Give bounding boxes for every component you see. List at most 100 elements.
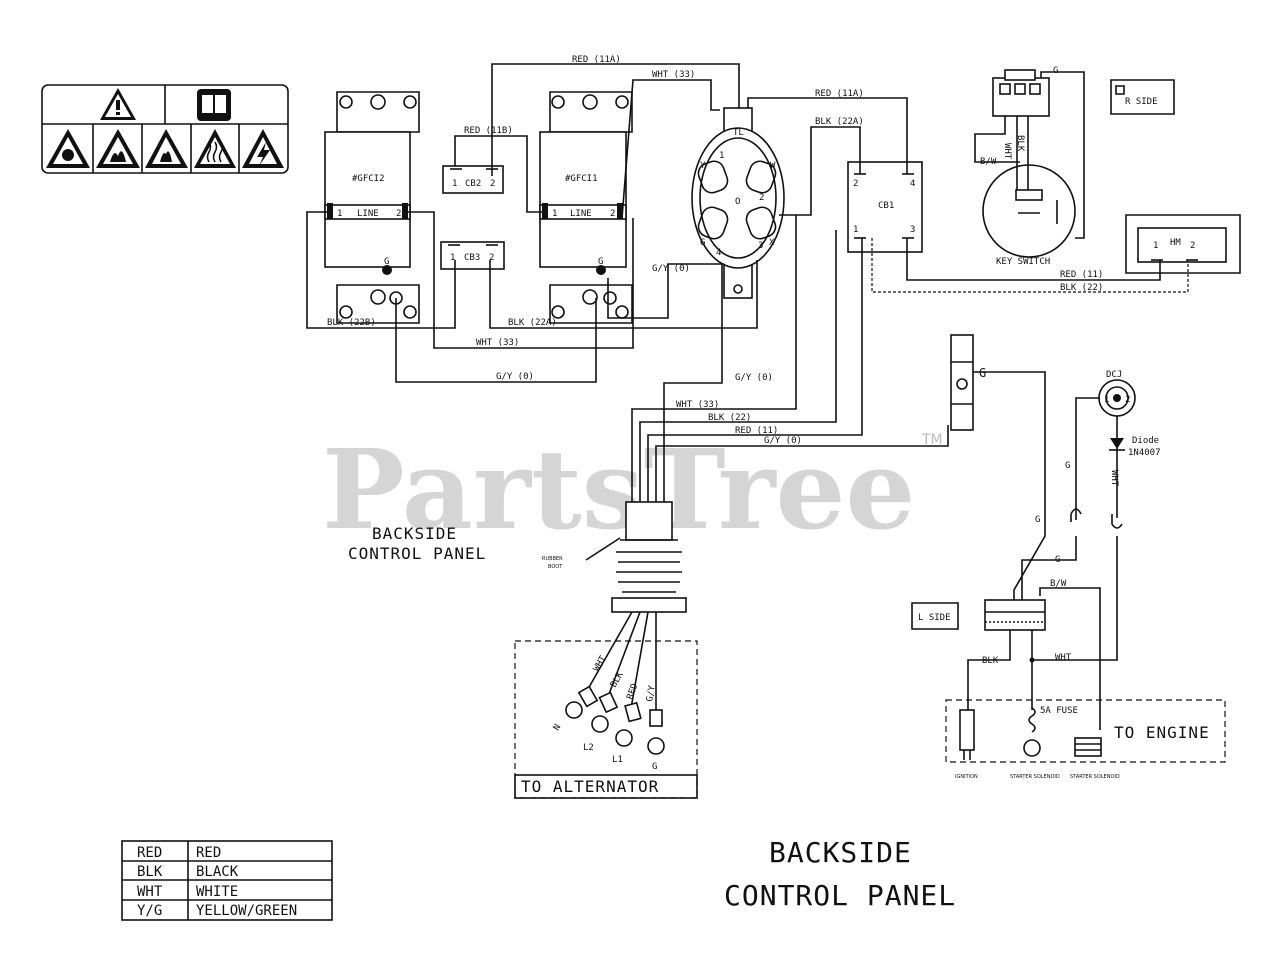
electric-shock-icon [242,129,284,168]
legend-code-yg: Y/G [137,903,162,919]
wire-red-11: RED (11) [1060,270,1103,280]
gfci2-line: LINE [357,209,379,219]
rubber-boot: RUBBER BOOT [542,501,687,613]
engine-section: 5A FUSE TO ENGINE IGNITION STARTER SOLEN… [945,699,1226,780]
cb2-pin1: 1 [452,179,457,189]
twistlock-pin-4: 4 [716,248,721,258]
gfci1-pin1: 1 [552,209,557,219]
gfci1-line: LINE [570,209,592,219]
panel-left-line1: BACKSIDE [372,524,457,543]
gfci2-pin2: 2 [396,209,401,219]
engine-wire-wht: WHT [1055,653,1072,663]
panel-title-bottom: BACKSIDE CONTROL PANEL [724,836,955,912]
l-side-tag: L SIDE [911,602,959,630]
alt-terminal-n: N [552,723,563,733]
diode-line1: Diode [1132,436,1159,446]
legend-code-wht: WHT [137,884,163,900]
key-switch-wire-wht: WHT [1002,143,1012,160]
legend-name-blk: BLACK [196,864,239,880]
wire-gy-0-bundle2: G/Y (0) [764,436,802,446]
cb1-breaker: 2 4 CB1 1 3 [847,161,923,253]
engine-wire-wht-v: WHT [1109,470,1119,487]
watermark-tm: TM [921,432,943,448]
engine-wire-g2: G [1035,515,1040,525]
r-side-label: R SIDE [1125,97,1158,107]
panel-left-line2: CONTROL PANEL [348,544,486,563]
legend-name-red: RED [196,845,221,861]
fire-hazard-icon [96,129,140,168]
r-side-tag: R SIDE [1110,79,1175,115]
gfci1-outlet: #GFCI1 LINE 1 2 G [539,91,633,324]
cb3-pin2: 2 [489,253,494,263]
ground-block: G [950,334,986,431]
twistlock-pin-w: W [770,161,776,171]
alt-terminal-g: G [652,762,657,772]
cb2-name: CB2 [465,179,481,189]
rubber-boot-line1: RUBBER [542,556,563,562]
twistlock-pin-3: 3 [758,241,763,251]
gfci2-outlet: #GFCI2 LINE 1 2 G [324,91,420,324]
cb1-pin1: 1 [853,225,858,235]
wire-blk-22-bundle: BLK (22) [708,413,751,423]
twistlock-pin-x: X [769,238,775,248]
cb3-pin1: 1 [450,253,455,263]
wire-wht-33-top: WHT (33) [652,70,695,80]
twistlock-pin-o: O [735,197,740,207]
engine-fuse: 5A FUSE [1040,706,1078,716]
wire-gy-0-center: G/Y (0) [652,264,690,274]
engine-wire-blk: BLK [982,656,999,666]
dc-jack-pin2: 2 [1125,395,1130,405]
wire-blk-22a-right: BLK (22A) [815,117,864,127]
engine-wire-g3: G [1055,555,1060,565]
dc-jack-pin1: 1 [1104,395,1109,405]
flame-hazard-icon [145,129,188,168]
legend-code-red: RED [137,845,162,861]
manual-book-icon [197,89,231,121]
panel-bottom-line1: BACKSIDE [769,836,912,869]
wire-gy-0-bundle: G/Y (0) [735,373,773,383]
warning-triangle-icon [100,88,136,120]
warning-label-panel [41,84,289,174]
key-switch-wire-blk: BLK [1015,135,1025,152]
wire-blk-22a: BLK (22A) [508,318,557,328]
cb1-pin3: 3 [910,225,915,235]
twistlock-receptacle: TL Y 1 O W 2 G 4 3 X [691,107,785,299]
twistlock-pin-1: 1 [719,151,724,161]
cb3-breaker: 1 CB3 2 [440,241,505,270]
gfci1-name: #GFCI1 [565,174,598,184]
cb1-pin4: 4 [910,179,915,189]
twistlock-pin-2: 2 [759,193,764,203]
panel-title-left: BACKSIDE CONTROL PANEL [348,524,486,563]
alt-wire-blk: BLK [609,670,626,690]
wire-red-11a-right: RED (11A) [815,89,864,99]
wire-wht-33-mid: WHT (33) [476,338,519,348]
alt-wire-red: RED [625,682,640,701]
rubber-boot-line2: BOOT [548,564,563,570]
legend-code-blk: BLK [137,864,163,880]
gfci1-ground: G [598,257,603,267]
gfci2-name: #GFCI2 [352,174,385,184]
alt-terminal-l2: L2 [583,743,594,753]
legend-name-wht: WHITE [196,884,238,900]
dc-jack-name: DCJ [1106,370,1122,380]
alternator-section: WHT BLK RED G/Y N L2 L1 G TO ALTERNATOR [514,611,698,799]
ground-g-label: G [979,366,986,380]
twistlock-name: TL [733,128,744,138]
wire-blk-22b: BLK (22B) [327,318,376,328]
alt-terminal-l1: L1 [612,755,623,765]
alt-wire-gy: G/Y [645,684,658,702]
wire-blk-22: BLK (22) [1060,283,1103,293]
dc-jack: DCJ 1 2 [1098,370,1136,417]
wire-wht-33-bundle: WHT (33) [676,400,719,410]
key-switch-wire-g: G [1053,66,1058,76]
diode-line2: 1N4007 [1128,448,1161,458]
hour-meter-name: HM [1170,238,1181,248]
twistlock-pin-y: Y [700,161,706,171]
cb1-pin2: 2 [853,179,858,189]
wire-red-11-bundle: RED (11) [735,426,778,436]
explosion-hazard-icon [46,129,90,168]
hot-surface-icon [194,129,236,168]
wire-red-11a-top: RED (11A) [572,55,621,65]
engine-part-starter-solenoid-2: STARTER SOLENOID [1070,774,1120,780]
